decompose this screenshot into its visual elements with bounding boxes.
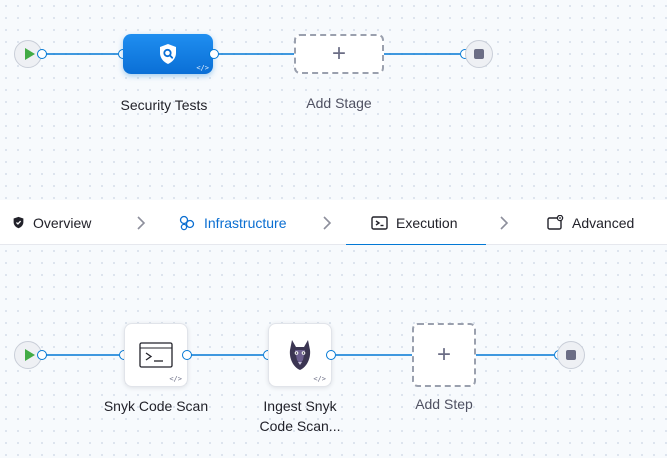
execution-icon	[371, 215, 388, 230]
plus-icon: +	[331, 40, 346, 67]
start-output-port	[37, 350, 47, 360]
step-snyk-code-scan[interactable]: </>	[124, 323, 188, 387]
step-ingest-snyk-code-scan[interactable]: </>	[268, 323, 332, 387]
step-label: Ingest Snyk Code Scan...	[230, 396, 370, 436]
step-label: Snyk Code Scan	[103, 398, 209, 414]
shield-search-icon	[160, 44, 176, 64]
step-label-line: Code Scan...	[259, 418, 341, 434]
play-icon	[24, 349, 35, 361]
shield-icon	[13, 216, 24, 229]
snyk-logo-icon	[289, 340, 311, 370]
tab-label: Execution	[396, 214, 458, 231]
chevron-right-icon	[137, 216, 146, 230]
add-step-button[interactable]: +	[412, 323, 476, 387]
chevron-right-icon	[323, 216, 332, 230]
stage-label: Security Tests	[120, 97, 208, 113]
advanced-settings-icon	[547, 215, 564, 230]
stage-tabs: Overview Infrastructure Execution Adva	[0, 200, 667, 246]
code-badge-icon: </>	[169, 375, 182, 383]
execution-end-node[interactable]	[557, 341, 585, 369]
tab-infrastructure[interactable]: Infrastructure	[178, 200, 286, 245]
chevron-right-icon	[500, 216, 509, 230]
step-label-line: Ingest Snyk	[263, 398, 337, 414]
step-output-port	[326, 350, 336, 360]
stop-icon	[566, 350, 576, 360]
add-stage-label: Add Stage	[306, 95, 372, 111]
pipeline-stage-canvas[interactable]: </> Security Tests + Add Stage	[0, 0, 667, 200]
add-stage-button[interactable]: +	[294, 34, 384, 74]
step-output-port	[182, 350, 192, 360]
tab-execution[interactable]: Execution	[345, 200, 488, 246]
stage-connectors	[42, 53, 460, 55]
pipeline-end-node[interactable]	[465, 40, 493, 68]
code-badge-icon: </>	[196, 64, 209, 72]
tab-label: Advanced	[572, 214, 635, 231]
stage-security-tests[interactable]: </>	[123, 34, 213, 74]
tab-overview[interactable]: Overview	[12, 200, 91, 245]
stage-output-port	[209, 49, 219, 59]
play-icon	[24, 48, 35, 60]
execution-step-canvas[interactable]: </> Snyk Code Scan </> Ingest Snyk Code …	[0, 245, 667, 458]
code-badge-icon: </>	[313, 375, 326, 383]
infrastructure-icon	[179, 215, 195, 230]
add-step-label: Add Step	[415, 396, 473, 412]
stop-icon	[474, 49, 484, 59]
tab-label: Infrastructure	[204, 214, 287, 231]
tab-label: Overview	[33, 214, 92, 231]
tab-advanced[interactable]: Advanced	[547, 200, 634, 245]
start-output-port	[37, 49, 47, 59]
terminal-icon	[139, 342, 173, 368]
plus-icon: +	[436, 341, 451, 368]
step-connectors	[42, 354, 554, 356]
